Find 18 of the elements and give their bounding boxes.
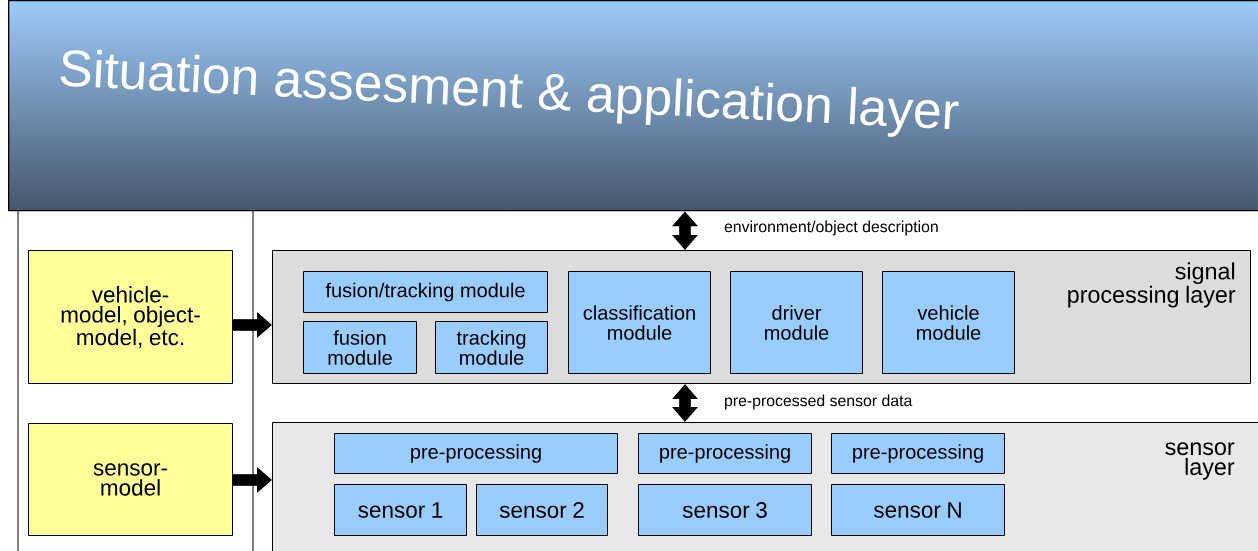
sensor-box: sensor N <box>831 484 1005 536</box>
title-banner: Situation assesment & application layer <box>8 0 1258 212</box>
module-box: vehicle module <box>882 271 1015 374</box>
sensor-box: sensor 3 <box>638 484 812 536</box>
module-box: classification module <box>568 271 711 374</box>
module-box: pre-processing <box>334 433 618 474</box>
module-box: tracking module <box>435 321 548 374</box>
module-box: pre-processing <box>638 433 812 474</box>
sensor-box: sensor 1 <box>334 484 467 536</box>
model-box: vehicle-model, object-model, etc. <box>28 250 233 384</box>
sensor-box: sensor 2 <box>476 484 608 536</box>
edge-label: pre-processed sensor data <box>725 394 913 410</box>
module-box: fusion/tracking module <box>303 271 548 313</box>
model-box: sensor-model <box>28 423 233 536</box>
module-box: driver module <box>730 271 863 374</box>
module-box: pre-processing <box>831 433 1005 474</box>
edge-label: environment/object description <box>724 220 938 236</box>
module-box: fusion module <box>303 321 417 374</box>
